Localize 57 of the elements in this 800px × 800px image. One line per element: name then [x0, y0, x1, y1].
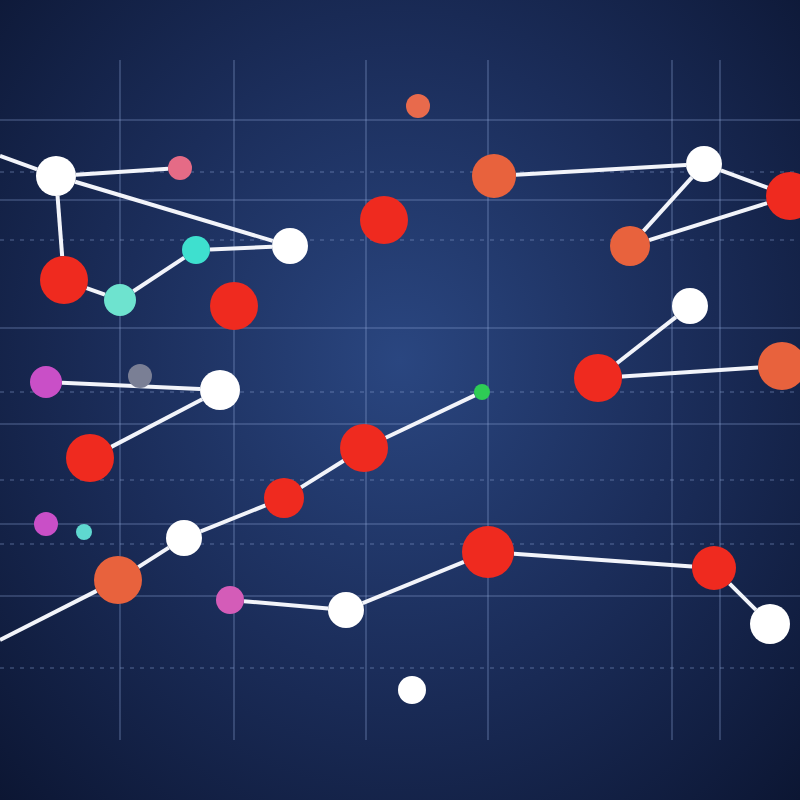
network-node	[406, 94, 430, 118]
network-node	[76, 524, 92, 540]
network-node	[750, 604, 790, 644]
network-node	[672, 288, 708, 324]
network-node	[166, 520, 202, 556]
network-node	[360, 196, 408, 244]
network-node	[216, 586, 244, 614]
connector-line	[55, 195, 65, 257]
network-node	[472, 154, 516, 198]
connector-line	[641, 176, 694, 233]
network-node	[340, 424, 388, 472]
network-node	[168, 156, 192, 180]
network-node	[36, 156, 76, 196]
network-node	[758, 342, 800, 390]
connector-line	[720, 168, 769, 190]
connector-line	[384, 393, 476, 440]
network-node	[182, 236, 210, 264]
network-node	[328, 592, 364, 628]
connector-line	[75, 166, 169, 177]
connector-line	[513, 551, 693, 569]
network-node	[128, 364, 152, 388]
network-node	[462, 526, 514, 578]
network-node	[30, 366, 62, 398]
connector-line	[361, 559, 465, 606]
network-node	[686, 146, 722, 182]
network-node	[200, 370, 240, 410]
connector-line	[0, 154, 38, 172]
connector-line	[243, 599, 329, 611]
connector-line	[85, 286, 106, 297]
network-node	[104, 284, 136, 316]
network-node	[692, 546, 736, 590]
connector-line	[515, 163, 687, 177]
connector-line	[621, 365, 759, 379]
connector-line	[648, 201, 768, 242]
network-node	[574, 354, 622, 402]
connector-line	[209, 244, 273, 252]
connector-line	[299, 459, 345, 490]
network-node	[210, 282, 258, 330]
connector-line	[137, 545, 170, 569]
connector-line	[74, 179, 274, 243]
network-node	[398, 676, 426, 704]
connector-line	[728, 582, 758, 612]
connector-line	[110, 397, 204, 449]
network-node	[272, 228, 308, 264]
connector-line	[132, 256, 186, 293]
network-node	[474, 384, 490, 400]
connector-line	[61, 380, 201, 392]
network-node	[610, 226, 650, 266]
connector-line	[0, 589, 98, 642]
network-node	[264, 478, 304, 518]
network-node	[94, 556, 142, 604]
network-node	[40, 256, 88, 304]
connector-line	[615, 315, 678, 365]
network-node	[766, 172, 800, 220]
network-node	[66, 434, 114, 482]
connector-line	[199, 503, 267, 534]
network-node	[34, 512, 58, 536]
